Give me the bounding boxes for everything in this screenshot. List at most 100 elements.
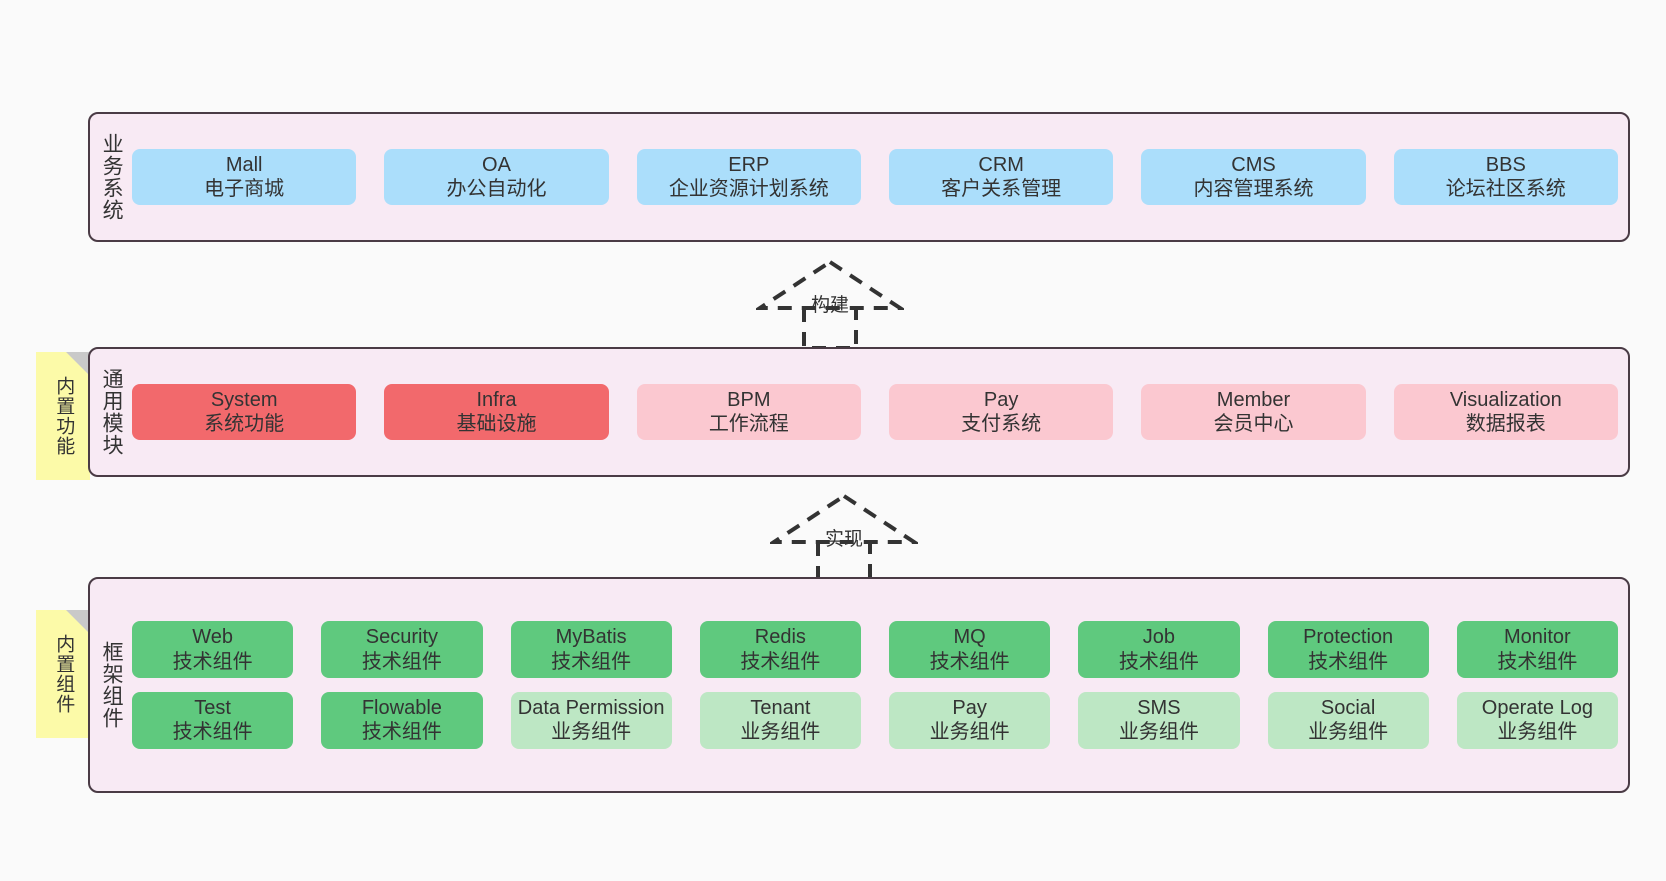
card-row: Web 技术组件 Security 技术组件 MyBatis 技术组件 Redi… xyxy=(132,621,1618,678)
card-title: Operate Log xyxy=(1481,697,1593,719)
card-subtitle: 业务组件 xyxy=(740,721,821,744)
card-subtitle: 技术组件 xyxy=(172,721,253,744)
card-system[interactable]: System 系统功能 xyxy=(132,383,357,441)
card-tenant[interactable]: Tenant 业务组件 xyxy=(699,692,861,749)
layer-business-systems[interactable]: 业务系统 Mall 电子商城 OA 办公自动化 ERP 企业资源计划系统 CRM… xyxy=(88,112,1630,242)
card-subtitle: 业务组件 xyxy=(551,721,632,744)
card-title: Mall xyxy=(225,153,263,176)
card-test[interactable]: Test 技术组件 xyxy=(132,692,294,749)
sticky-note-text: 内置功能 xyxy=(53,376,75,456)
connector-implement-label: 实现 xyxy=(825,529,864,550)
card-title: Web xyxy=(192,626,233,649)
card-operate-log[interactable]: Operate Log 业务组件 xyxy=(1456,692,1618,749)
card-subtitle: 技术组件 xyxy=(361,721,442,744)
card-oa[interactable]: OA 办公自动化 xyxy=(384,148,609,206)
card-title: OA xyxy=(482,153,511,176)
card-title: SMS xyxy=(1137,697,1181,719)
layer-framework-components-body: Web 技术组件 Security 技术组件 MyBatis 技术组件 Redi… xyxy=(132,579,1628,791)
card-mall[interactable]: Mall 电子商城 xyxy=(132,148,357,206)
card-subtitle: 技术组件 xyxy=(1497,650,1578,673)
card-title: CRM xyxy=(978,153,1024,176)
card-title: Job xyxy=(1142,626,1175,649)
card-subtitle: 业务组件 xyxy=(1308,721,1389,744)
card-title: BPM xyxy=(727,388,771,411)
card-row: System 系统功能 Infra 基础设施 BPM 工作流程 Pay 支付系统… xyxy=(132,383,1618,441)
card-crm[interactable]: CRM 客户关系管理 xyxy=(888,148,1114,206)
card-pay-business[interactable]: Pay 业务组件 xyxy=(889,692,1051,749)
layer-framework-components[interactable]: 框架组件 Web 技术组件 Security 技术组件 MyBatis 技术组件… xyxy=(88,577,1630,793)
card-title: Tenant xyxy=(750,697,811,719)
card-mq[interactable]: MQ 技术组件 xyxy=(889,621,1051,678)
card-cms[interactable]: CMS 内容管理系统 xyxy=(1141,148,1366,206)
card-subtitle: 技术组件 xyxy=(929,650,1010,673)
layer-common-modules-title: 通用模块 xyxy=(100,368,124,456)
card-title: Redis xyxy=(754,626,806,649)
card-title: Infra xyxy=(476,388,517,411)
connector-build-label: 构建 xyxy=(811,295,850,316)
card-monitor[interactable]: Monitor 技术组件 xyxy=(1456,621,1618,678)
card-member[interactable]: Member 会员中心 xyxy=(1141,383,1366,441)
card-subtitle: 工作流程 xyxy=(708,413,789,435)
card-flowable[interactable]: Flowable 技术组件 xyxy=(321,692,483,749)
card-subtitle: 技术组件 xyxy=(1308,650,1389,673)
card-subtitle: 业务组件 xyxy=(1497,721,1578,744)
card-visualization[interactable]: Visualization 数据报表 xyxy=(1393,383,1618,441)
card-subtitle: 系统功能 xyxy=(204,413,285,435)
card-mybatis[interactable]: MyBatis 技术组件 xyxy=(510,621,672,678)
card-infra[interactable]: Infra 基础设施 xyxy=(384,383,609,441)
card-title: Flowable xyxy=(361,697,442,719)
card-title: Visualization xyxy=(1449,388,1562,411)
card-web[interactable]: Web 技术组件 xyxy=(132,621,294,678)
card-subtitle: 基础设施 xyxy=(456,413,537,435)
card-subtitle: 论坛社区系统 xyxy=(1445,178,1566,200)
card-title: Data Permission xyxy=(517,697,665,719)
card-title: MQ xyxy=(953,626,986,649)
card-subtitle: 业务组件 xyxy=(929,721,1010,744)
card-subtitle: 数据报表 xyxy=(1465,413,1546,435)
card-title: Monitor xyxy=(1504,626,1571,649)
card-subtitle: 技术组件 xyxy=(1118,650,1199,673)
card-erp[interactable]: ERP 企业资源计划系统 xyxy=(636,148,861,206)
card-redis[interactable]: Redis 技术组件 xyxy=(699,621,861,678)
card-pay[interactable]: Pay 支付系统 xyxy=(888,383,1114,441)
card-subtitle: 支付系统 xyxy=(961,413,1042,435)
card-security[interactable]: Security 技术组件 xyxy=(321,621,483,678)
card-subtitle: 技术组件 xyxy=(172,650,253,673)
layer-business-systems-body: Mall 电子商城 OA 办公自动化 ERP 企业资源计划系统 CRM 客户关系… xyxy=(132,114,1628,240)
sticky-note-builtin-features[interactable]: 内置功能 xyxy=(36,352,90,480)
card-title: Pay xyxy=(983,388,1019,411)
sticky-note-text: 内置组件 xyxy=(53,634,75,714)
card-bpm[interactable]: BPM 工作流程 xyxy=(636,383,861,441)
layer-common-modules[interactable]: 通用模块 System 系统功能 Infra 基础设施 BPM 工作流程 Pay… xyxy=(88,347,1630,477)
card-data-permission[interactable]: Data Permission 业务组件 xyxy=(510,692,672,749)
layer-framework-components-title: 框架组件 xyxy=(100,641,124,729)
card-row: Mall 电子商城 OA 办公自动化 ERP 企业资源计划系统 CRM 客户关系… xyxy=(132,148,1618,206)
card-subtitle: 技术组件 xyxy=(551,650,632,673)
card-title: Pay xyxy=(952,697,987,719)
card-title: ERP xyxy=(728,153,770,176)
card-title: Protection xyxy=(1303,626,1394,649)
card-subtitle: 电子商城 xyxy=(204,178,285,200)
card-title: MyBatis xyxy=(555,626,627,649)
card-protection[interactable]: Protection 技术组件 xyxy=(1267,621,1429,678)
card-row: Test 技术组件 Flowable 技术组件 Data Permission … xyxy=(132,692,1618,749)
card-title: Security xyxy=(365,626,438,649)
card-title: BBS xyxy=(1485,153,1526,176)
card-sms[interactable]: SMS 业务组件 xyxy=(1078,692,1240,749)
sticky-note-builtin-components[interactable]: 内置组件 xyxy=(36,610,90,738)
card-subtitle: 技术组件 xyxy=(740,650,821,673)
card-subtitle: 会员中心 xyxy=(1213,413,1294,435)
card-bbs[interactable]: BBS 论坛社区系统 xyxy=(1393,148,1618,206)
card-title: CMS xyxy=(1231,153,1276,176)
card-subtitle: 技术组件 xyxy=(361,650,442,673)
card-subtitle: 内容管理系统 xyxy=(1193,178,1314,200)
card-title: Social xyxy=(1320,697,1376,719)
page-fold-icon xyxy=(66,610,90,634)
card-social[interactable]: Social 业务组件 xyxy=(1267,692,1429,749)
card-title: Member xyxy=(1216,388,1291,411)
page-fold-icon xyxy=(66,352,90,376)
card-subtitle: 业务组件 xyxy=(1118,721,1199,744)
layer-common-modules-body: System 系统功能 Infra 基础设施 BPM 工作流程 Pay 支付系统… xyxy=(132,349,1628,475)
card-subtitle: 办公自动化 xyxy=(446,178,547,200)
card-job[interactable]: Job 技术组件 xyxy=(1078,621,1240,678)
